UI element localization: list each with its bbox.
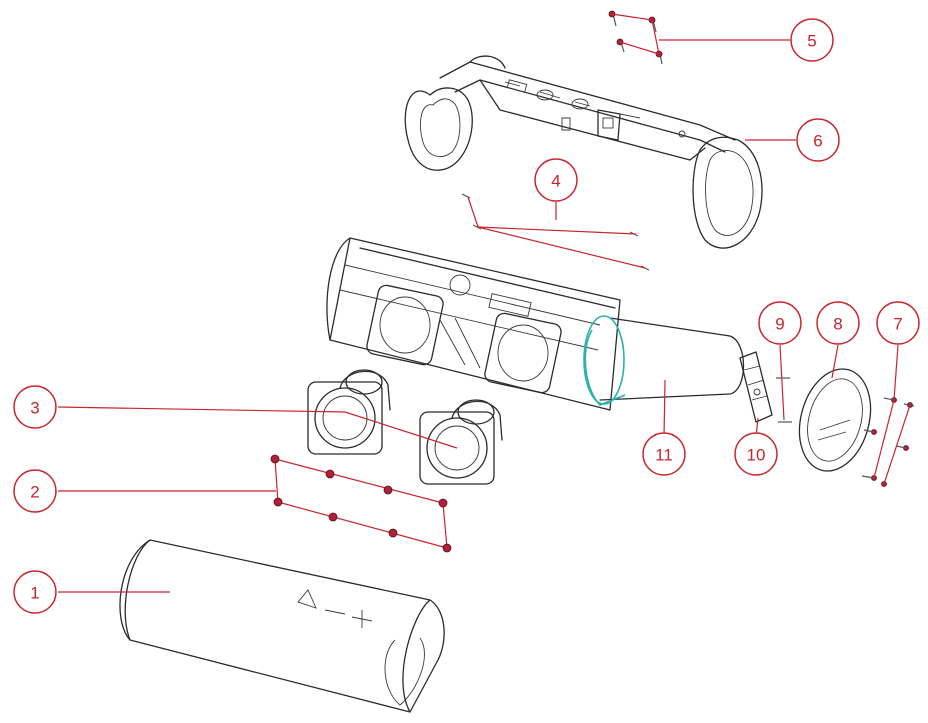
callout-10: 10 (734, 432, 778, 476)
callout-9: 9 (758, 301, 802, 345)
end-cap-part (798, 344, 872, 472)
callout-9-label: 9 (775, 315, 784, 334)
callout-1: 1 (13, 570, 57, 614)
callout-6: 6 (796, 118, 840, 162)
end-cap-screws-part (861, 344, 915, 487)
pcb-screws-part (776, 344, 792, 423)
top-frame-part (404, 55, 763, 249)
outer-sleeve-part (58, 539, 445, 713)
callout-1-label: 1 (30, 584, 39, 603)
callout-11: 11 (642, 432, 686, 476)
pcb-part (739, 351, 773, 438)
speaker-screws-part (58, 454, 452, 553)
callout-2-label: 2 (30, 483, 39, 502)
callout-7: 7 (876, 301, 920, 345)
top-screws-part (608, 10, 663, 65)
callout-6-label: 6 (813, 132, 822, 151)
chassis-part (326, 237, 621, 411)
callout-4-label: 4 (551, 172, 560, 191)
callout-4: 4 (534, 158, 578, 202)
callout-3-label: 3 (30, 399, 39, 418)
callout-3: 3 (13, 385, 57, 429)
callout-8-label: 8 (833, 315, 842, 334)
callout-2: 2 (13, 469, 57, 513)
pins-part (461, 193, 650, 271)
callout-8: 8 (816, 301, 860, 345)
callout-5-label: 5 (807, 32, 816, 51)
speakers-part (57, 369, 503, 485)
leader-11 (663, 379, 666, 438)
callout-10-label: 10 (747, 446, 766, 465)
callout-11-label: 11 (655, 446, 673, 465)
callout-5: 5 (790, 18, 834, 62)
callout-7-label: 7 (893, 315, 902, 334)
inner-tube-part (583, 315, 745, 406)
